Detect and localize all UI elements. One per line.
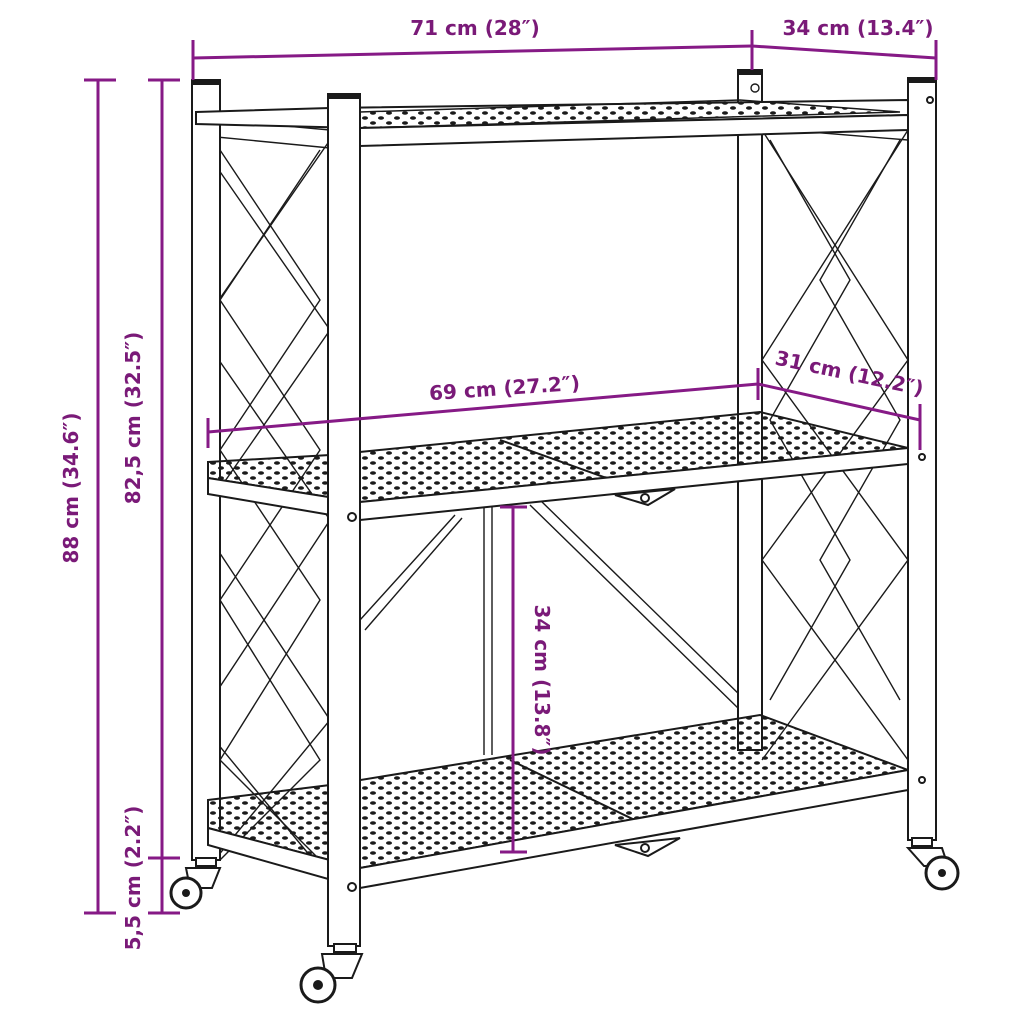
caster-front-right [905,837,960,891]
dimension-frame-height: 82,5 cm (32.5″) [121,78,180,915]
caster-height-label: 5,5 cm (2.2″) [121,806,145,951]
back-braces [359,499,746,755]
top-shelf [195,98,909,148]
shelf-spacing-label: 34 cm (13.8″) [530,604,554,755]
frame-height-label: 82,5 cm (32.5″) [121,332,145,505]
dimension-overall-width: 71 cm (28″) [191,16,754,80]
caster-rear-left [169,857,222,910]
bottom-hinge-bracket [614,837,681,858]
overall-height-label: 88 cm (34.6″) [59,412,83,563]
dimension-overall-height: 88 cm (34.6″) [59,78,116,915]
middle-hinge-bracket [614,488,676,507]
caster-front-left [299,943,364,1004]
overall-width-label: 71 cm (28″) [410,16,540,40]
overall-depth-label: 34 cm (13.4″) [782,16,933,40]
dimension-shelf-spacing: 34 cm (13.8″) [500,505,554,854]
dimension-overall-depth: 34 cm (13.4″) [751,16,938,80]
rear-right-post [737,69,763,751]
dimension-caster-height: 5,5 cm (2.2″) [121,806,145,951]
